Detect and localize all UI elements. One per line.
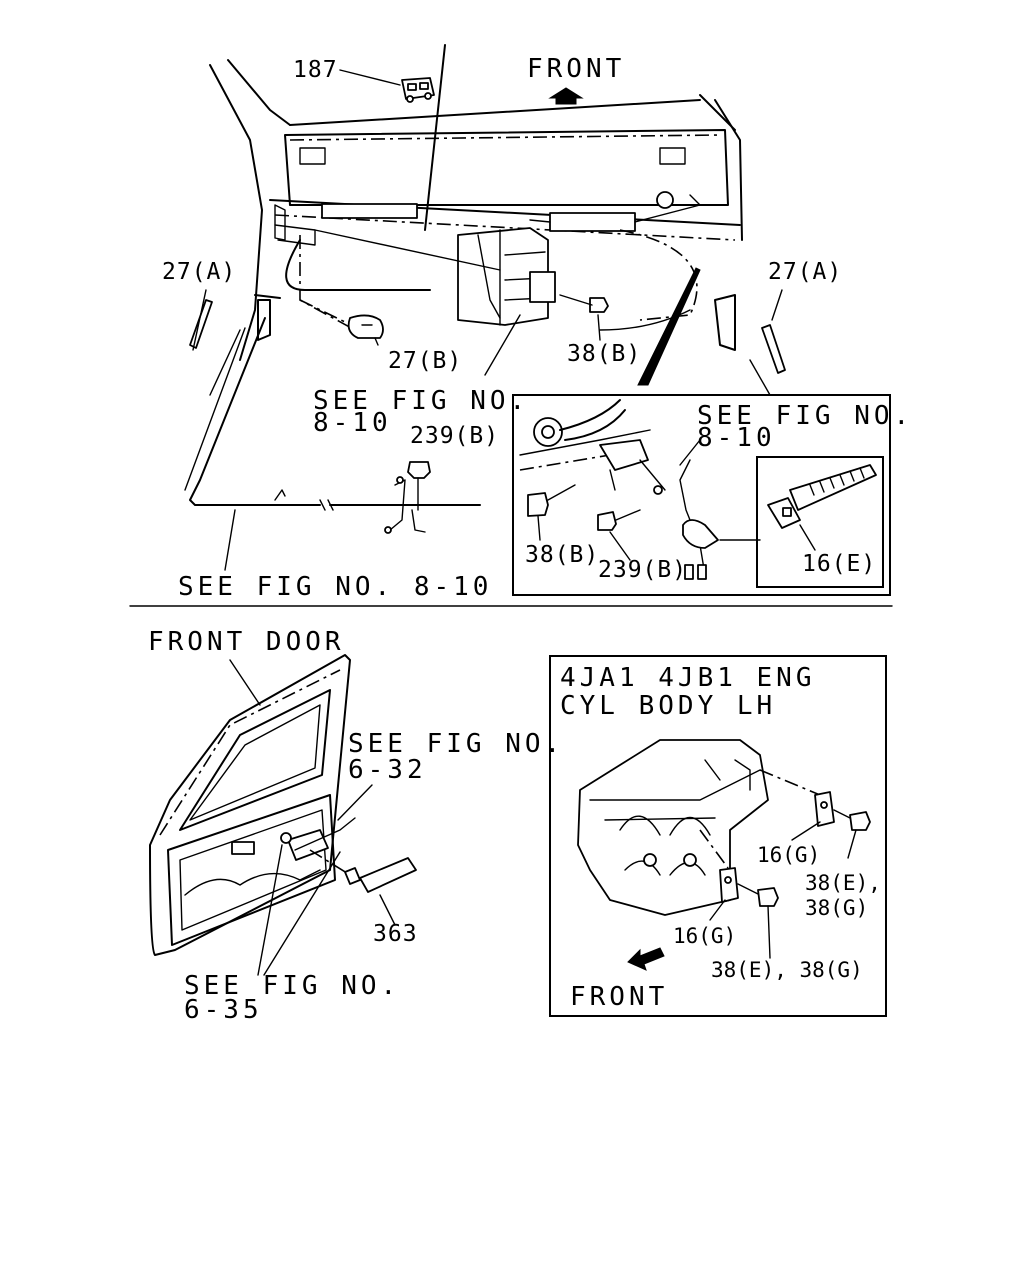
label-part-187: 187 xyxy=(293,57,338,83)
label-eng-38eg-upper-1: 38(E), xyxy=(805,871,881,895)
label-eng-front: FRONT xyxy=(570,982,668,1012)
label-eng-title-1: 4JA1 4JB1 ENG xyxy=(560,663,816,693)
label-inset-see-fig-1: SEE FIG NO. xyxy=(697,401,913,431)
label-front-top: FRONT xyxy=(527,54,625,84)
label-see-fig-bottom: SEE FIG NO. 8-10 xyxy=(178,572,492,602)
label-part-239b-top: 239(B) xyxy=(410,423,499,449)
label-see-fig-left-2: 8-10 xyxy=(313,408,392,438)
label-eng-16g-upper: 16(G) xyxy=(757,843,820,867)
label-inset-16e: 16(E) xyxy=(802,551,876,577)
label-part-363: 363 xyxy=(373,921,418,947)
label-see-fig-632-2: 6-32 xyxy=(348,755,427,785)
label-eng-38eg-lower: 38(E), 38(G) xyxy=(711,958,863,982)
front-door-view xyxy=(149,654,417,976)
label-see-fig-632-1: SEE FIG NO. xyxy=(348,729,564,759)
label-inset-239b: 239(B) xyxy=(598,557,687,583)
label-front-door: FRONT DOOR xyxy=(148,627,345,657)
label-eng-title-2: CYL BODY LH xyxy=(560,691,776,721)
label-inset-38b: 38(B) xyxy=(525,542,599,568)
label-part-27a-right: 27(A) xyxy=(768,259,842,285)
label-see-fig-635-2: 6-35 xyxy=(184,995,263,1025)
label-eng-16g-lower: 16(G) xyxy=(673,924,736,948)
label-part-27b: 27(B) xyxy=(388,348,462,374)
engine-cyl-body-box xyxy=(549,655,887,1017)
label-see-fig-left-1: SEE FIG NO. xyxy=(313,386,529,416)
label-see-fig-635-1: SEE FIG NO. xyxy=(184,971,400,1001)
cab-interior-view xyxy=(184,44,786,571)
label-part-27a-left: 27(A) xyxy=(162,259,236,285)
label-eng-38eg-upper-2: 38(G) xyxy=(805,896,868,920)
label-part-38b-top: 38(B) xyxy=(567,341,641,367)
label-inset-see-fig-2: 8-10 xyxy=(697,423,776,453)
harness-inset-box xyxy=(512,394,891,596)
